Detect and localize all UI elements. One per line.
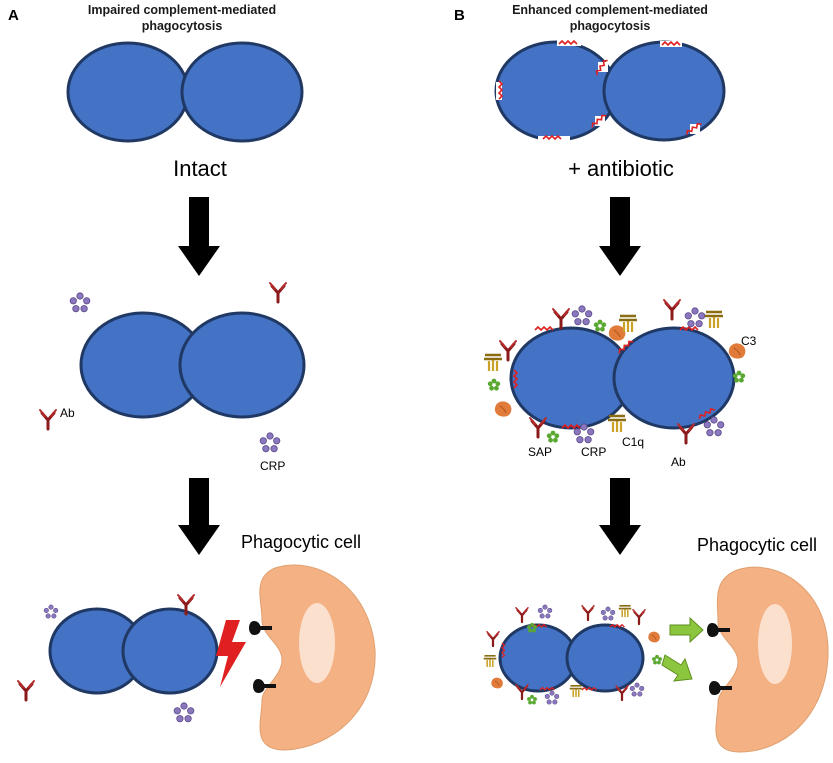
phagocytic-cell-a (259, 564, 376, 751)
c1q-molecule (482, 353, 504, 373)
panel-b: B Enhanced complement-mediated phagocyto… (454, 3, 829, 753)
damaged-bacterium-top (494, 40, 726, 142)
antibody-molecule (514, 606, 530, 624)
c1q-molecule (568, 684, 584, 698)
sap-molecule (546, 430, 560, 443)
antibody-molecule (580, 604, 596, 622)
down-arrow-a1 (178, 197, 220, 276)
panel-b-title-line1: Enhanced complement-mediated (512, 3, 708, 17)
lightning-bolt-icon (216, 620, 246, 687)
crp-molecule (544, 690, 560, 705)
c1q-molecule (703, 310, 725, 330)
phagocyte-label-a: Phagocytic cell (241, 532, 361, 552)
crp-molecule (259, 432, 281, 453)
crp-molecule (629, 682, 645, 697)
sap-molecule (487, 378, 501, 391)
antibody-molecule (498, 339, 518, 362)
down-arrow-a2 (178, 478, 220, 555)
sap-molecule (593, 319, 607, 332)
label-sap: SAP (528, 445, 552, 459)
down-arrow-b1 (599, 197, 641, 276)
label-c3: C3 (741, 334, 757, 348)
panel-a-letter: A (8, 7, 19, 24)
panel-a: A Impaired complement-mediated phagocyto… (8, 3, 376, 751)
label-ab-a: Ab (60, 406, 75, 420)
crp-molecule (537, 604, 553, 619)
panel-a-title-line2: phagocytosis (142, 19, 223, 33)
green-arrow-upper (669, 616, 704, 644)
bacterium-bottom-a (48, 607, 219, 695)
c3-molecule (490, 677, 504, 689)
phagocyte-label-b: Phagocytic cell (697, 535, 817, 555)
crp-molecule (600, 606, 616, 621)
c1q-molecule (482, 654, 498, 668)
panel-a-title-line1: Impaired complement-mediated (88, 3, 276, 17)
c1q-molecule (617, 604, 633, 618)
sap-molecule (652, 654, 662, 665)
sap-molecule (527, 694, 537, 705)
condition-label-intact: Intact (173, 156, 227, 181)
crp-molecule (571, 305, 593, 326)
nucleus (299, 603, 335, 683)
antibody-molecule (16, 679, 36, 702)
bacterium-bottom-b (498, 623, 645, 693)
label-crp-b: CRP (581, 445, 606, 459)
antibody-molecule (268, 281, 288, 304)
antibody-molecule (551, 307, 571, 330)
antibody-molecule (38, 408, 58, 431)
c3-molecule (494, 400, 512, 418)
panel-b-letter: B (454, 7, 465, 24)
antibody-molecule (485, 630, 501, 648)
antibody-molecule (662, 298, 682, 321)
antibody-molecule (631, 608, 647, 626)
green-arrow-lower (661, 654, 693, 682)
crp-molecule (69, 292, 91, 313)
crp-molecule (43, 604, 59, 619)
intact-bacterium-top (66, 41, 304, 143)
c3-molecule (647, 631, 661, 643)
label-c1q: C1q (622, 435, 644, 449)
crp-molecule (684, 307, 706, 328)
c1q-molecule (606, 414, 628, 434)
label-ab-b: Ab (671, 455, 686, 469)
crp-molecule (173, 702, 195, 723)
condition-label-antibiotic: + antibiotic (568, 156, 674, 181)
phagocytic-cell-b (715, 566, 829, 753)
bacterium-with-opsonins-a (79, 311, 306, 419)
opsonized-bacterium-b (509, 326, 736, 430)
label-crp-a: CRP (260, 459, 285, 473)
panel-b-title-line2: phagocytosis (570, 19, 651, 33)
nucleus (758, 604, 792, 684)
down-arrow-b2 (599, 478, 641, 555)
